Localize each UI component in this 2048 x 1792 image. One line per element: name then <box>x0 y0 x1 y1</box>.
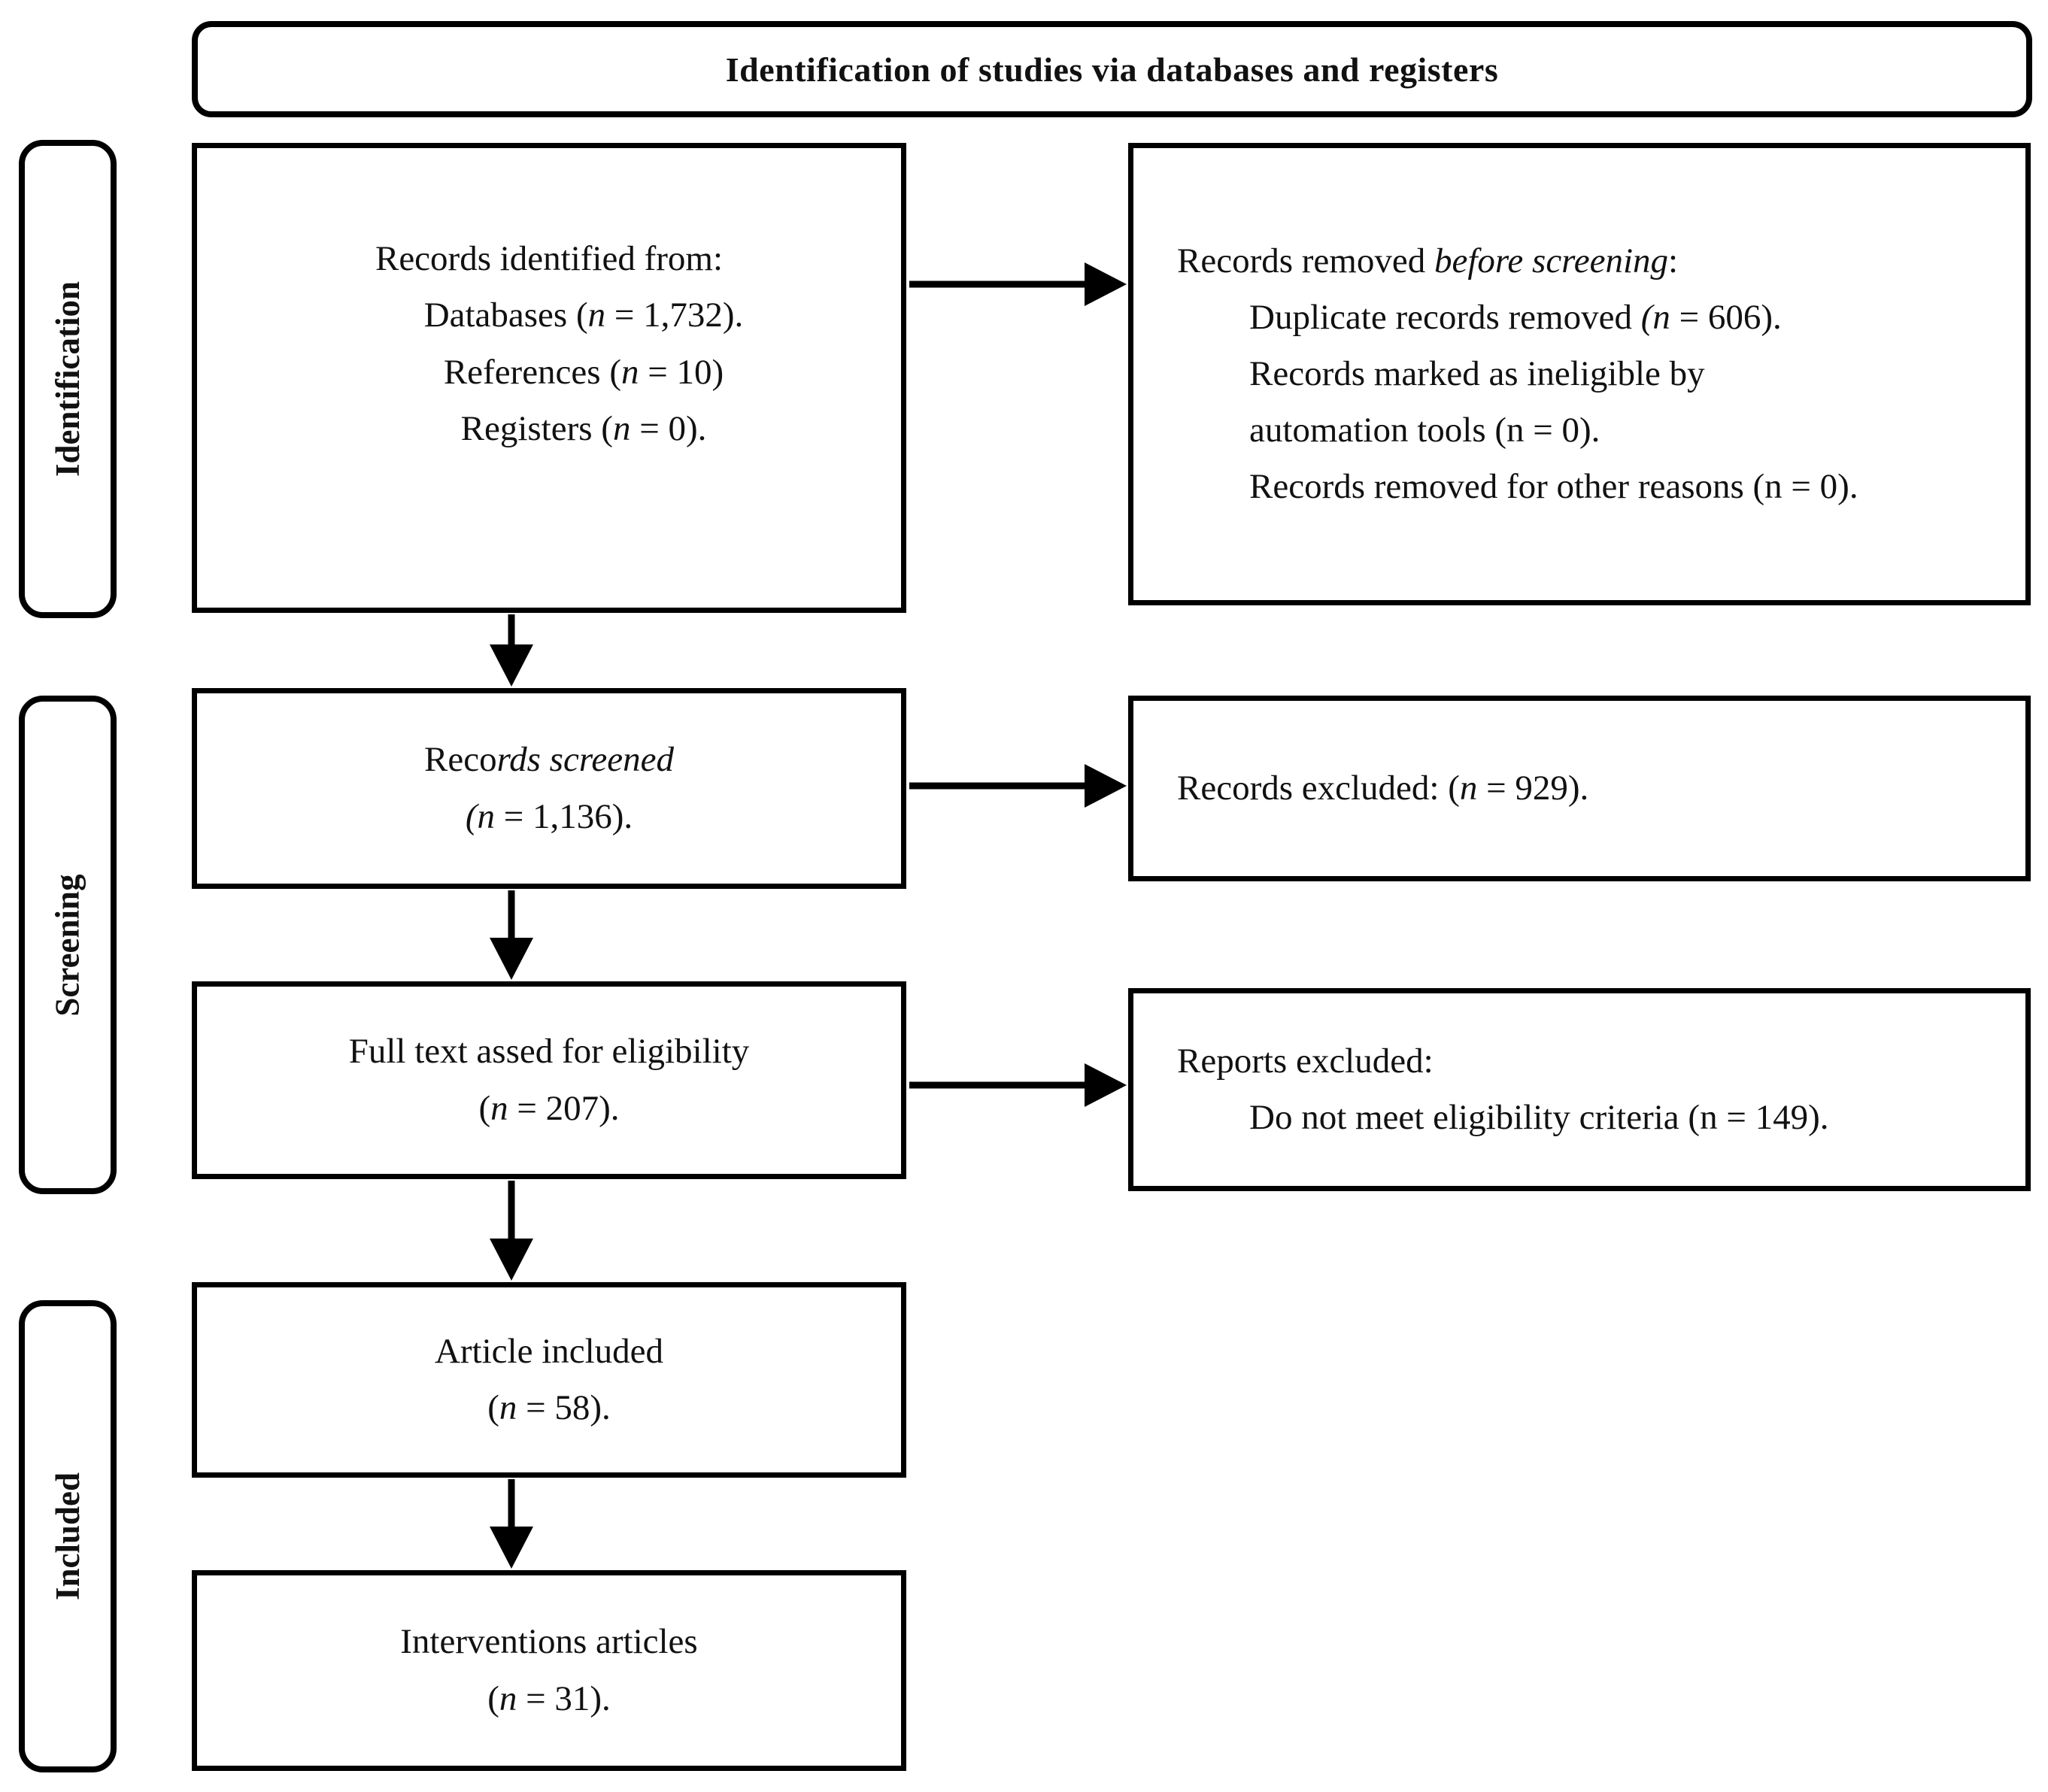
reports-excluded-heading: Reports excluded: <box>1177 1041 1434 1081</box>
arrow-fulltext-to-article-down-icon <box>490 1181 533 1281</box>
records-identified-registers: Registers (n = 0). <box>460 408 707 448</box>
phase-identification: Identification <box>19 140 117 618</box>
arrow-screened-to-excluded-right-icon <box>909 764 1127 808</box>
arrow-article-to-interventions-down-icon <box>490 1479 533 1569</box>
records-removed-duplicates: Duplicate records removed (n = 606). <box>1249 297 1782 337</box>
article-included-line2: (n = 58). <box>487 1388 611 1427</box>
records-removed-ineligible-line1: Records marked as ineligible by <box>1249 353 1705 393</box>
box-fulltext-assessed: Full text assed for eligibility (n = 207… <box>192 981 906 1179</box>
records-screened-line1: Records screened <box>424 740 674 780</box>
interventions-line1: Interventions articles <box>400 1622 698 1662</box>
records-removed-ineligible-line2: automation tools (n = 0). <box>1249 411 1600 450</box>
phase-included-label: Included <box>49 1472 87 1601</box>
records-identified-references: References (n = 10) <box>443 352 724 392</box>
fulltext-line1: Full text assed for eligibility <box>348 1032 750 1072</box>
phase-screening: Screening <box>19 696 117 1194</box>
arrow-identified-to-removed-right-icon <box>909 262 1127 306</box>
records-identified-databases: Databases (n = 1,732). <box>423 296 744 335</box>
arrow-fulltext-to-reports-right-icon <box>909 1063 1127 1107</box>
box-records-identified: Records identified from: Databases (n = … <box>192 143 906 613</box>
reports-excluded-criteria: Do not meet eligibility criteria (n = 14… <box>1249 1098 1829 1137</box>
box-reports-excluded: Reports excluded: Do not meet eligibilit… <box>1128 988 2031 1191</box>
records-removed-heading: Records removed before screening: <box>1177 241 1679 280</box>
phase-included: Included <box>19 1300 117 1772</box>
records-removed-other-reasons: Records removed for other reasons (n = 0… <box>1249 467 1858 507</box>
arrow-screened-to-fulltext-down-icon <box>490 890 533 980</box>
title-banner: Identification of studies via databases … <box>192 21 2032 117</box>
phase-screening-label: Screening <box>49 873 87 1017</box>
fulltext-line2: (n = 207). <box>478 1088 620 1128</box>
box-records-screened: Records screened (n = 1,136). <box>192 688 906 889</box>
box-interventions-articles: Interventions articles (n = 31). <box>192 1570 906 1771</box>
records-identified-heading: Records identified from: <box>375 239 724 279</box>
phase-identification-label: Identification <box>49 280 87 478</box>
records-excluded-line: Records excluded: (n = 929). <box>1177 768 1589 808</box>
title-text: Identification of studies via databases … <box>725 50 1499 89</box>
box-records-excluded: Records excluded: (n = 929). <box>1128 696 2031 881</box>
interventions-line2: (n = 31). <box>487 1678 611 1718</box>
article-included-line1: Article included <box>434 1331 664 1371</box>
box-article-included: Article included (n = 58). <box>192 1282 906 1478</box>
records-screened-line2: (n = 1,136). <box>465 796 633 836</box>
box-records-removed: Records removed before screening: Duplic… <box>1128 143 2031 605</box>
arrow-identified-to-screened-down-icon <box>490 614 533 687</box>
